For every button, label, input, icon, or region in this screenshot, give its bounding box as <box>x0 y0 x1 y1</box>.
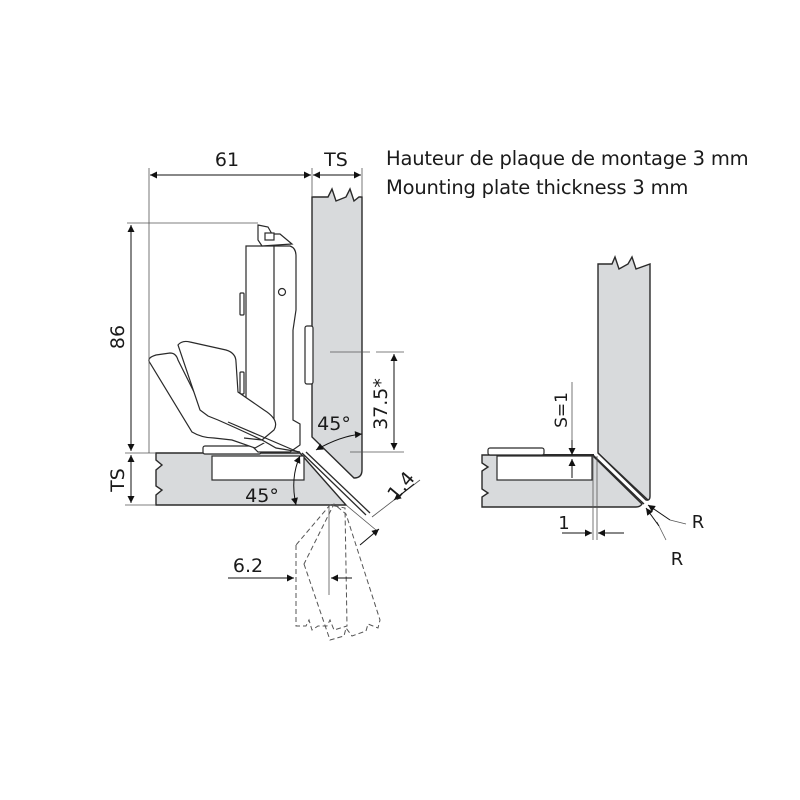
dim-1-label: 1 <box>558 513 569 534</box>
detail-door-panel <box>597 255 651 501</box>
note-french: Hauteur de plaque de montage 3 mm <box>386 147 749 170</box>
dim-37-5-label: 37.5* <box>370 378 392 430</box>
detail-cup-recess <box>496 455 593 481</box>
hinge-arm <box>148 224 314 453</box>
dim-angle-bottom-label: 45° <box>245 485 279 507</box>
detail-mounting-plate <box>487 447 545 456</box>
note-english: Mounting plate thickness 3 mm <box>386 176 689 199</box>
door-swing-ghost <box>295 503 381 641</box>
dim-86-label: 86 <box>107 325 129 349</box>
dim-ts-side-label: TS <box>107 468 129 493</box>
dim-r2-label: R <box>671 549 684 570</box>
door-panel <box>311 187 363 479</box>
dim-s1-label: S=1 <box>552 392 572 428</box>
hinge-cup-recess <box>211 455 305 481</box>
detail-view: S=1 1 R R <box>481 255 705 570</box>
dim-1-4-label: 1.4 <box>383 467 419 504</box>
dim-61-label: 61 <box>215 149 239 171</box>
dim-angle-top-label: 45° <box>317 413 351 435</box>
dim-6-2-label: 6.2 <box>233 555 263 577</box>
dim-ts-top-label: TS <box>323 149 348 171</box>
dim-r1-label: R <box>692 512 705 533</box>
main-view: 61 TS 86 TS 37.5* 45° 45° 1.4 6.2 <box>107 149 421 641</box>
